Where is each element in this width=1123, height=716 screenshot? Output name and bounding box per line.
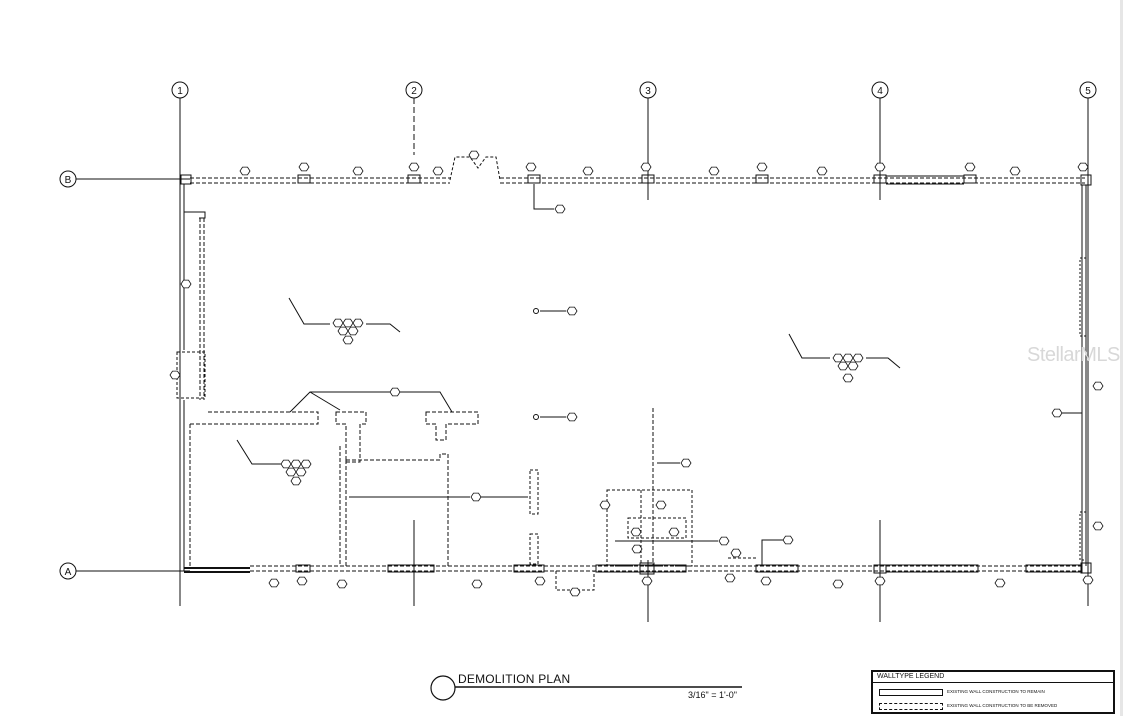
keynote-tag <box>468 150 480 160</box>
keynote-tag <box>239 166 251 176</box>
grid-label-col-1: 1 <box>177 86 183 97</box>
keynote-tag <box>1051 408 1063 418</box>
keynote-tag <box>782 535 794 545</box>
legend-item-remove: EXISTING WALL CONSTRUCTION TO BE REMOVED <box>947 703 1058 708</box>
keynote-tag <box>336 579 348 589</box>
keynote-tag <box>280 459 292 469</box>
keynote-tag <box>1092 381 1104 391</box>
keynote-tag <box>569 587 581 597</box>
keynote-tag <box>874 576 886 586</box>
keynote-tag <box>668 527 680 537</box>
keynote-tag <box>347 326 359 336</box>
keynote-tag <box>290 459 302 469</box>
keynote-tag <box>630 527 642 537</box>
keynote-tag <box>832 579 844 589</box>
keynote-tag <box>582 166 594 176</box>
keynote-tag <box>342 318 354 328</box>
page-edge <box>1120 0 1123 716</box>
keynote-tag <box>842 353 854 363</box>
keynote-tag <box>852 353 864 363</box>
keynote-tag <box>641 576 653 586</box>
keynote-tag <box>566 412 578 422</box>
keynote-tag <box>470 492 482 502</box>
keynote-tag <box>180 279 192 289</box>
keynote-tag <box>554 204 566 214</box>
keynote-tag <box>964 162 976 172</box>
grid-label-row-A: A <box>65 567 72 578</box>
grid-label-col-3: 3 <box>645 86 651 97</box>
drawing-title: DEMOLITION PLAN <box>458 672 571 686</box>
keynote-tag <box>525 162 537 172</box>
keynote-tag <box>847 361 859 371</box>
keynote-tag <box>300 459 312 469</box>
keynote-tag <box>295 467 307 477</box>
keynote-tag <box>1077 162 1089 172</box>
legend-item-remain: EXISTING WALL CONSTRUCTION TO REMAIN <box>947 689 1045 694</box>
keynote-tag <box>1092 521 1104 531</box>
keynote-tag <box>290 476 302 486</box>
keynote-tag <box>842 373 854 383</box>
keynote-tag <box>680 458 692 468</box>
title-symbol <box>430 675 742 701</box>
keynote-tag <box>169 370 181 380</box>
keynote-tag <box>708 166 720 176</box>
keynote-tag <box>655 500 667 510</box>
watermark: StellarMLS <box>1027 344 1120 366</box>
keynote-tag <box>994 578 1006 588</box>
keynote-tag <box>296 576 308 586</box>
keynote-tag <box>1082 575 1094 585</box>
keynote-tag <box>337 326 349 336</box>
legend-title: WALLTYPE LEGEND <box>877 673 945 680</box>
keynote-tag <box>718 536 730 546</box>
keynote-tag <box>389 387 401 397</box>
keynote-tag <box>832 353 844 363</box>
grid-label-col-4: 4 <box>877 86 883 97</box>
keynote-tag <box>599 500 611 510</box>
grid-label-col-2: 2 <box>411 86 417 97</box>
keynote-tag <box>298 162 310 172</box>
keynote-tag <box>837 361 849 371</box>
keynote-tag <box>471 579 483 589</box>
keynote-tag <box>534 576 546 586</box>
keynote-tag <box>1009 166 1021 176</box>
keynote-tag <box>352 166 364 176</box>
keynote-tag <box>640 162 652 172</box>
grid-label-col-5: 5 <box>1085 86 1091 97</box>
keynote-tag <box>332 318 344 328</box>
keynote-tag <box>631 544 643 554</box>
keynote-tag <box>285 467 297 477</box>
keynote-tag <box>724 573 736 583</box>
keynote-tag <box>760 576 772 586</box>
keynote-tag <box>342 335 354 345</box>
keynote-tag <box>408 162 420 172</box>
keynote-tag <box>816 166 828 176</box>
keynote-tag <box>352 318 364 328</box>
grid-label-row-B: B <box>65 175 72 186</box>
drawing-scale: 3/16" = 1'-0" <box>688 690 737 700</box>
legend-swatch-dashed <box>879 703 943 710</box>
keynote-tag <box>756 162 768 172</box>
keynote-tag <box>432 166 444 176</box>
drawing-title-block: DEMOLITION PLAN 3/16" = 1'-0" <box>430 668 750 708</box>
keynote-tag <box>268 578 280 588</box>
legend-divider <box>873 682 1113 683</box>
legend-swatch-solid <box>879 689 943 696</box>
keynote-tag <box>874 162 886 172</box>
walltype-legend: WALLTYPE LEGEND EXISTING WALL CONSTRUCTI… <box>871 670 1115 714</box>
keynote-tag <box>566 306 578 316</box>
keynote-tag <box>730 548 742 558</box>
